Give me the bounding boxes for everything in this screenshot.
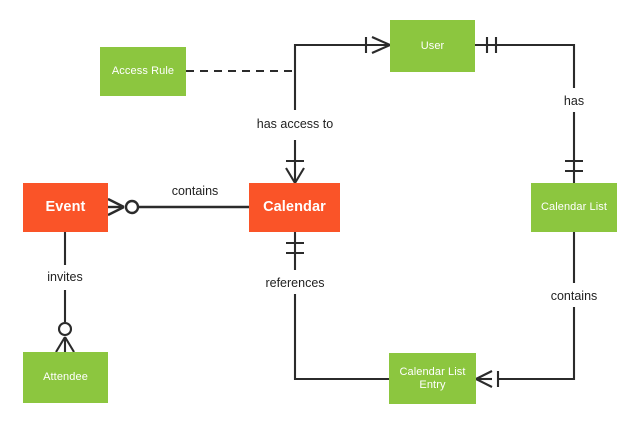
cardinality-exactly-one-icon (565, 159, 583, 173)
entity-label: Access Rule (111, 65, 175, 78)
cardinality-one-or-many-icon (364, 36, 391, 54)
connector-line-user-calendar (293, 43, 390, 110)
relationship-calendar-references-entry (286, 232, 389, 381)
entity-attendee[interactable]: Attendee (23, 352, 108, 403)
connector-line-calendar-entry-lower (293, 294, 389, 381)
relationship-label-contains-event: contains (171, 184, 219, 198)
relationship-label-contains-entry: contains (550, 289, 598, 303)
entity-label: User (420, 39, 445, 52)
entity-label: Event (45, 199, 86, 216)
entity-access-rule[interactable]: Access Rule (100, 47, 186, 96)
relationship-label-has-access-to: has access to (256, 117, 334, 131)
cardinality-one-or-many-icon (475, 370, 500, 388)
entity-calendar-list[interactable]: Calendar List (531, 183, 617, 232)
cardinality-one-or-many-icon (285, 159, 305, 184)
entity-user[interactable]: User (390, 20, 475, 72)
entity-calendar[interactable]: Calendar (249, 183, 340, 232)
cardinality-exactly-one-icon (485, 37, 498, 53)
relationship-label-references: references (265, 276, 325, 290)
relationship-label-invites: invites (47, 270, 83, 284)
relationship-calendar-contains-event (107, 197, 249, 217)
cardinality-zero-or-many-icon (107, 197, 140, 217)
relationship-label-has: has (563, 94, 585, 108)
cardinality-zero-or-many-icon (55, 321, 75, 353)
entity-label: Calendar (263, 199, 326, 216)
relationship-calendar-list-contains-entry (475, 232, 576, 388)
relationship-event-invites-attendee (55, 232, 75, 353)
entity-label-line2: Entry (419, 378, 446, 391)
connector-line-calendar-list-entry-lower (498, 307, 576, 381)
relationship-user-has-calendar-list (475, 37, 583, 183)
relationship-user-has-access-to-calendar (285, 36, 391, 184)
entity-calendar-list-entry[interactable]: Calendar List Entry (389, 353, 476, 404)
entity-label: Calendar List (540, 201, 608, 214)
entity-label: Attendee (43, 371, 88, 384)
connector-line-user-calendar-list-upper (475, 43, 576, 88)
entity-event[interactable]: Event (23, 183, 108, 232)
cardinality-exactly-one-icon (286, 241, 304, 255)
entity-label-line1: Calendar List (399, 365, 466, 378)
